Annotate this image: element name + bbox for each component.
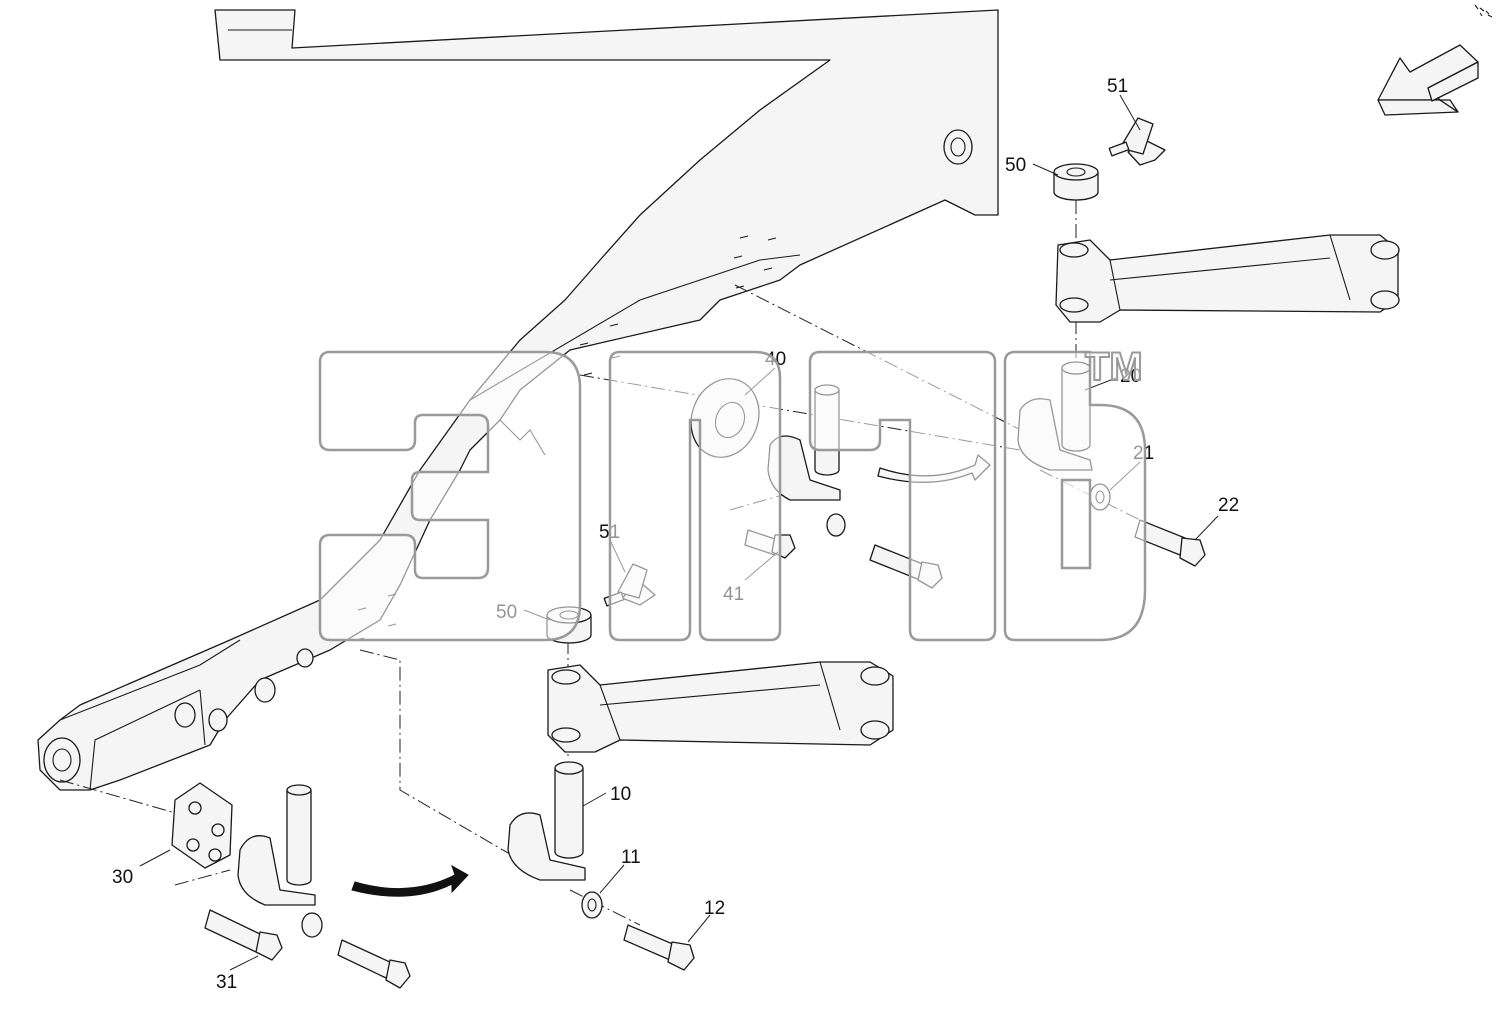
callout-50-upper: 50 bbox=[1005, 155, 1026, 176]
corner-mark-icon bbox=[1474, 4, 1493, 18]
callout-30: 30 bbox=[112, 867, 133, 888]
callout-20: 20 bbox=[1120, 366, 1141, 387]
callout-11: 11 bbox=[621, 847, 641, 868]
watermark-logo bbox=[318, 350, 1147, 642]
callout-51-upper: 51 bbox=[1107, 76, 1128, 97]
direction-arrow-icon bbox=[1377, 44, 1479, 116]
trademark-mark: TM bbox=[1085, 345, 1143, 389]
callout-10: 10 bbox=[610, 784, 631, 805]
callout-31: 31 bbox=[216, 972, 237, 993]
callout-12: 12 bbox=[704, 898, 725, 919]
callout-22: 22 bbox=[1218, 495, 1239, 516]
